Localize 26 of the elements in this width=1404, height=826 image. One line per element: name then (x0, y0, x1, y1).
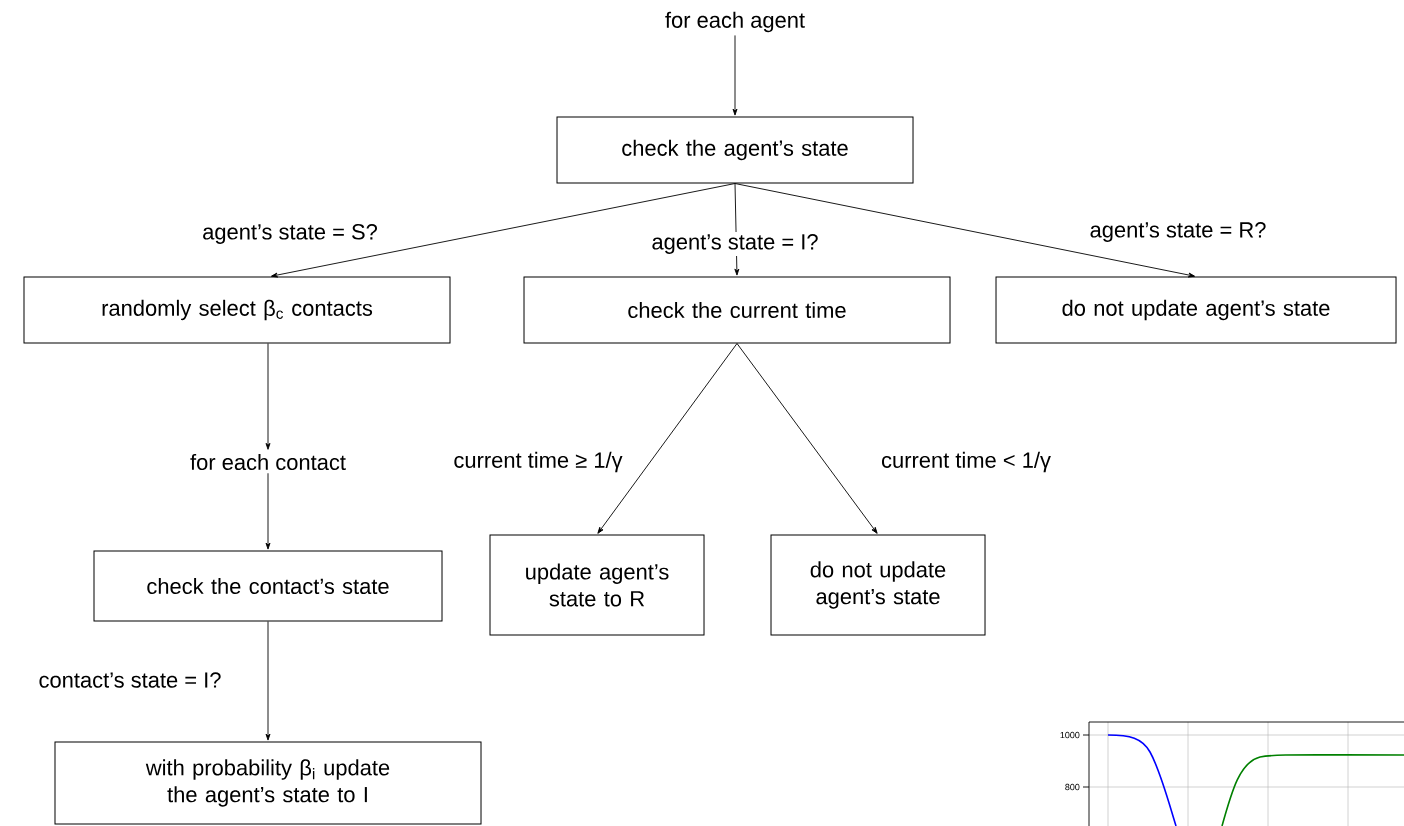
process-box: update agent’s state to R (489, 534, 705, 636)
edge-label: contact’s state = I? (36, 670, 224, 690)
arrow (732, 34, 738, 116)
arrow (265, 621, 271, 741)
edge-label: agent’s state = S? (200, 222, 380, 246)
arrow (265, 472, 271, 550)
tick-label: 800 (1065, 783, 1080, 791)
process-box: check the current time (523, 276, 951, 344)
arrow (265, 343, 271, 450)
step-text: for each contact (190, 453, 346, 471)
process-box: randomly select β$_{c}$ contacts (23, 276, 451, 344)
arrow (736, 343, 878, 534)
arrow (597, 343, 738, 534)
arrow (734, 183, 1196, 278)
process-box: check the agent’s state (556, 116, 914, 184)
tick-label: 1000 (1060, 731, 1080, 739)
edge-label: current time < 1/γ (879, 449, 1053, 475)
process-box: do not update agent’s state (770, 534, 986, 636)
edge-label: agent’s state = R? (1087, 220, 1269, 244)
process-box: with probability β$_{i}$ update the agent’s state to I (54, 741, 482, 825)
process-box: do not update agent’s state (995, 276, 1397, 344)
step-text: for each agent (665, 11, 805, 33)
arrow (270, 183, 736, 278)
process-box: check the contact’s state (93, 550, 443, 622)
edge-label: current time ≥ 1/γ (451, 449, 625, 475)
edge-label: agent’s state = I? (649, 232, 821, 256)
